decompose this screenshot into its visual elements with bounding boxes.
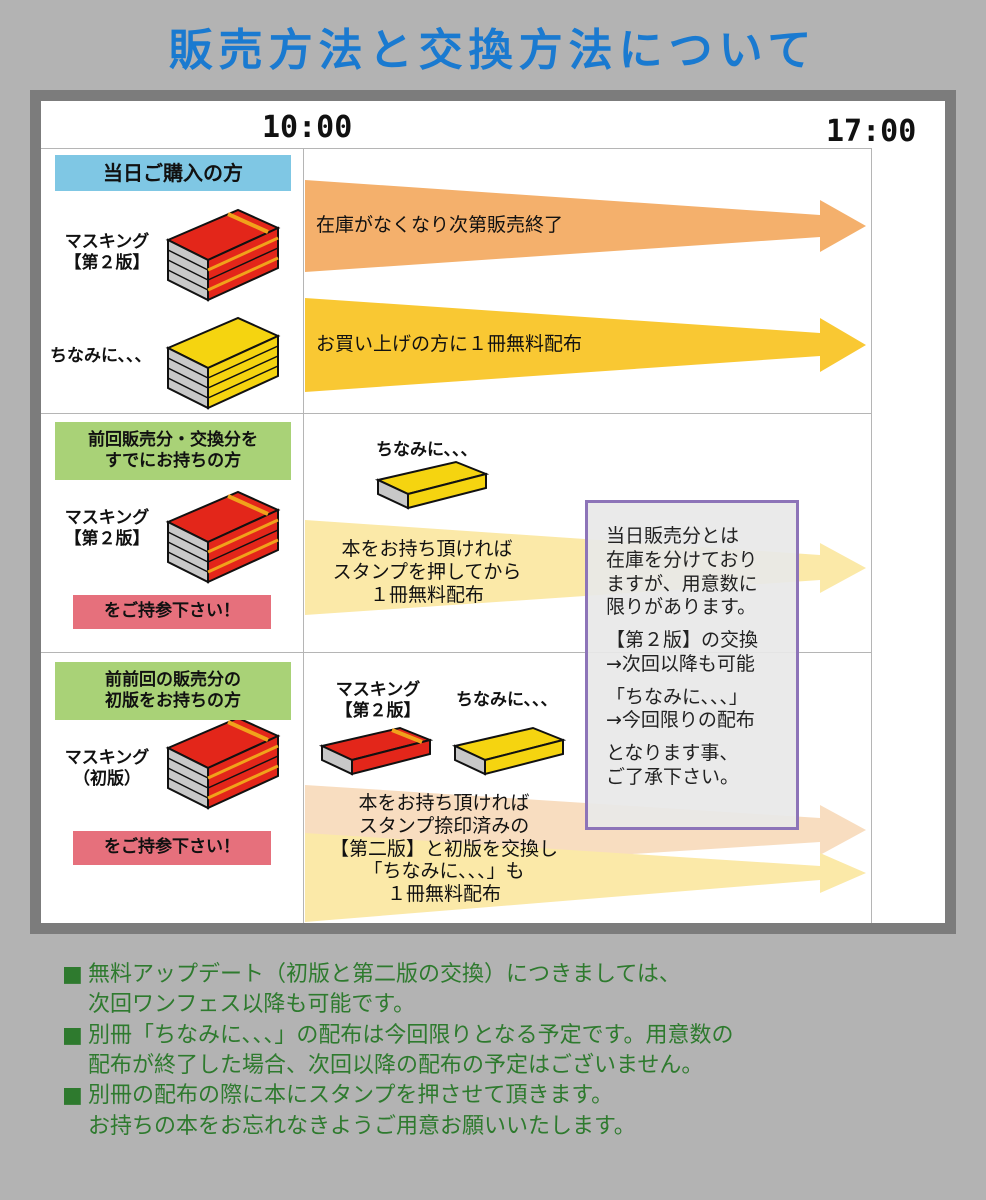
book-yellow-flat [377,461,487,509]
note-item: ■ 別冊「ちなみに、、、」の配布は今回限りとなる予定です。用意数の 配布が終了し… [62,1021,972,1082]
square-bullet-icon: ■ [62,962,83,987]
note-text: 別冊の配布の際に本にスタンプを押させて頂きます。 お持ちの本をお忘れなきようご用… [88,1083,636,1139]
book-yellow-flat [454,727,564,775]
arrow-text-stamp: 本をお持ち頂ければ スタンプを押してから １冊無料配布 [332,538,522,606]
book-red-flat [320,726,432,776]
square-bullet-icon: ■ [62,1022,83,1048]
book-label-chinamini: ちなみに、、、 [456,690,558,710]
book-label-masking-first: マスキング （初版） [64,748,150,790]
label-first-edition-owners: 前前回の販売分の 初版をお持ちの方 [55,662,291,720]
page-title: 販売方法と交換方法について [168,25,818,76]
grid-line [41,652,872,653]
book-label-masking-2nd: マスキング 【第２版】 [335,680,421,722]
grid-line [303,148,304,923]
arrow-stock-limited [305,180,866,272]
start-time: 10:00 [262,110,353,145]
grid-line [871,148,872,923]
book-label-chinamini: ちなみに、、、 [376,440,478,460]
bring-notice: をご持参下さい！ [73,831,271,865]
note-text: 無料アップデート（初版と第二版の交換）につきましては、 次回ワンフェス以降も可能… [88,962,681,1018]
bring-notice: をご持参下さい！ [73,595,271,629]
square-bullet-icon: ■ [62,1083,83,1109]
grid-line [41,148,872,149]
book-red-stack [166,716,280,810]
info-note-box: 当日販売分とは 在庫を分けており ますが、用意数に 限りがあります。 【第２版】… [585,500,799,830]
footer-notes: ■ 無料アップデート（初版と第二版の交換）につきましては、 次回ワンフェス以降も… [62,960,972,1142]
arrow-exchange-gift [305,833,866,922]
end-time: 17:00 [826,114,917,149]
grid-line [41,413,872,414]
label-previous-owners: 前回販売分・交換分を すでにお持ちの方 [55,422,291,480]
book-red-stack [166,490,280,584]
book-red-stack [166,208,280,302]
note-line: 「ちなみに、、、」 →今回限りの配布 [606,685,755,732]
book-yellow-stack [167,317,279,409]
note-item: ■ 別冊の配布の際に本にスタンプを押させて頂きます。 お持ちの本をお忘れなきよう… [62,1081,972,1142]
book-label-masking-2nd: マスキング 【第２版】 [64,508,150,550]
label-same-day: 当日ご購入の方 [55,155,291,191]
book-label-chinamini: ちなみに、、、 [50,346,152,366]
note-line: 【第２版】の交換 →次回以降も可能 [606,629,759,675]
arrow-text-gift: お買い上げの方に１冊無料配布 [316,333,583,355]
note-item: ■ 無料アップデート（初版と第二版の交換）につきましては、 次回ワンフェス以降も… [62,960,972,1021]
book-label-masking-2nd: マスキング 【第２版】 [64,232,150,274]
note-line: となります事、 ご了承下さい。 [606,742,740,788]
arrow-text-exchange: 本をお持ち頂ければ スタンプ捺印済みの 【第二版】と初版を交換し 「ちなみに、、… [329,792,558,906]
arrow-free-gift [305,298,866,392]
note-text: 別冊「ちなみに、、、」の配布は今回限りとなる予定です。用意数の 配布が終了した場… [88,1022,734,1079]
note-line: 当日販売分とは 在庫を分けており ますが、用意数に 限りがあります。 [606,525,758,619]
arrow-text-stock: 在庫がなくなり次第販売終了 [316,214,564,236]
